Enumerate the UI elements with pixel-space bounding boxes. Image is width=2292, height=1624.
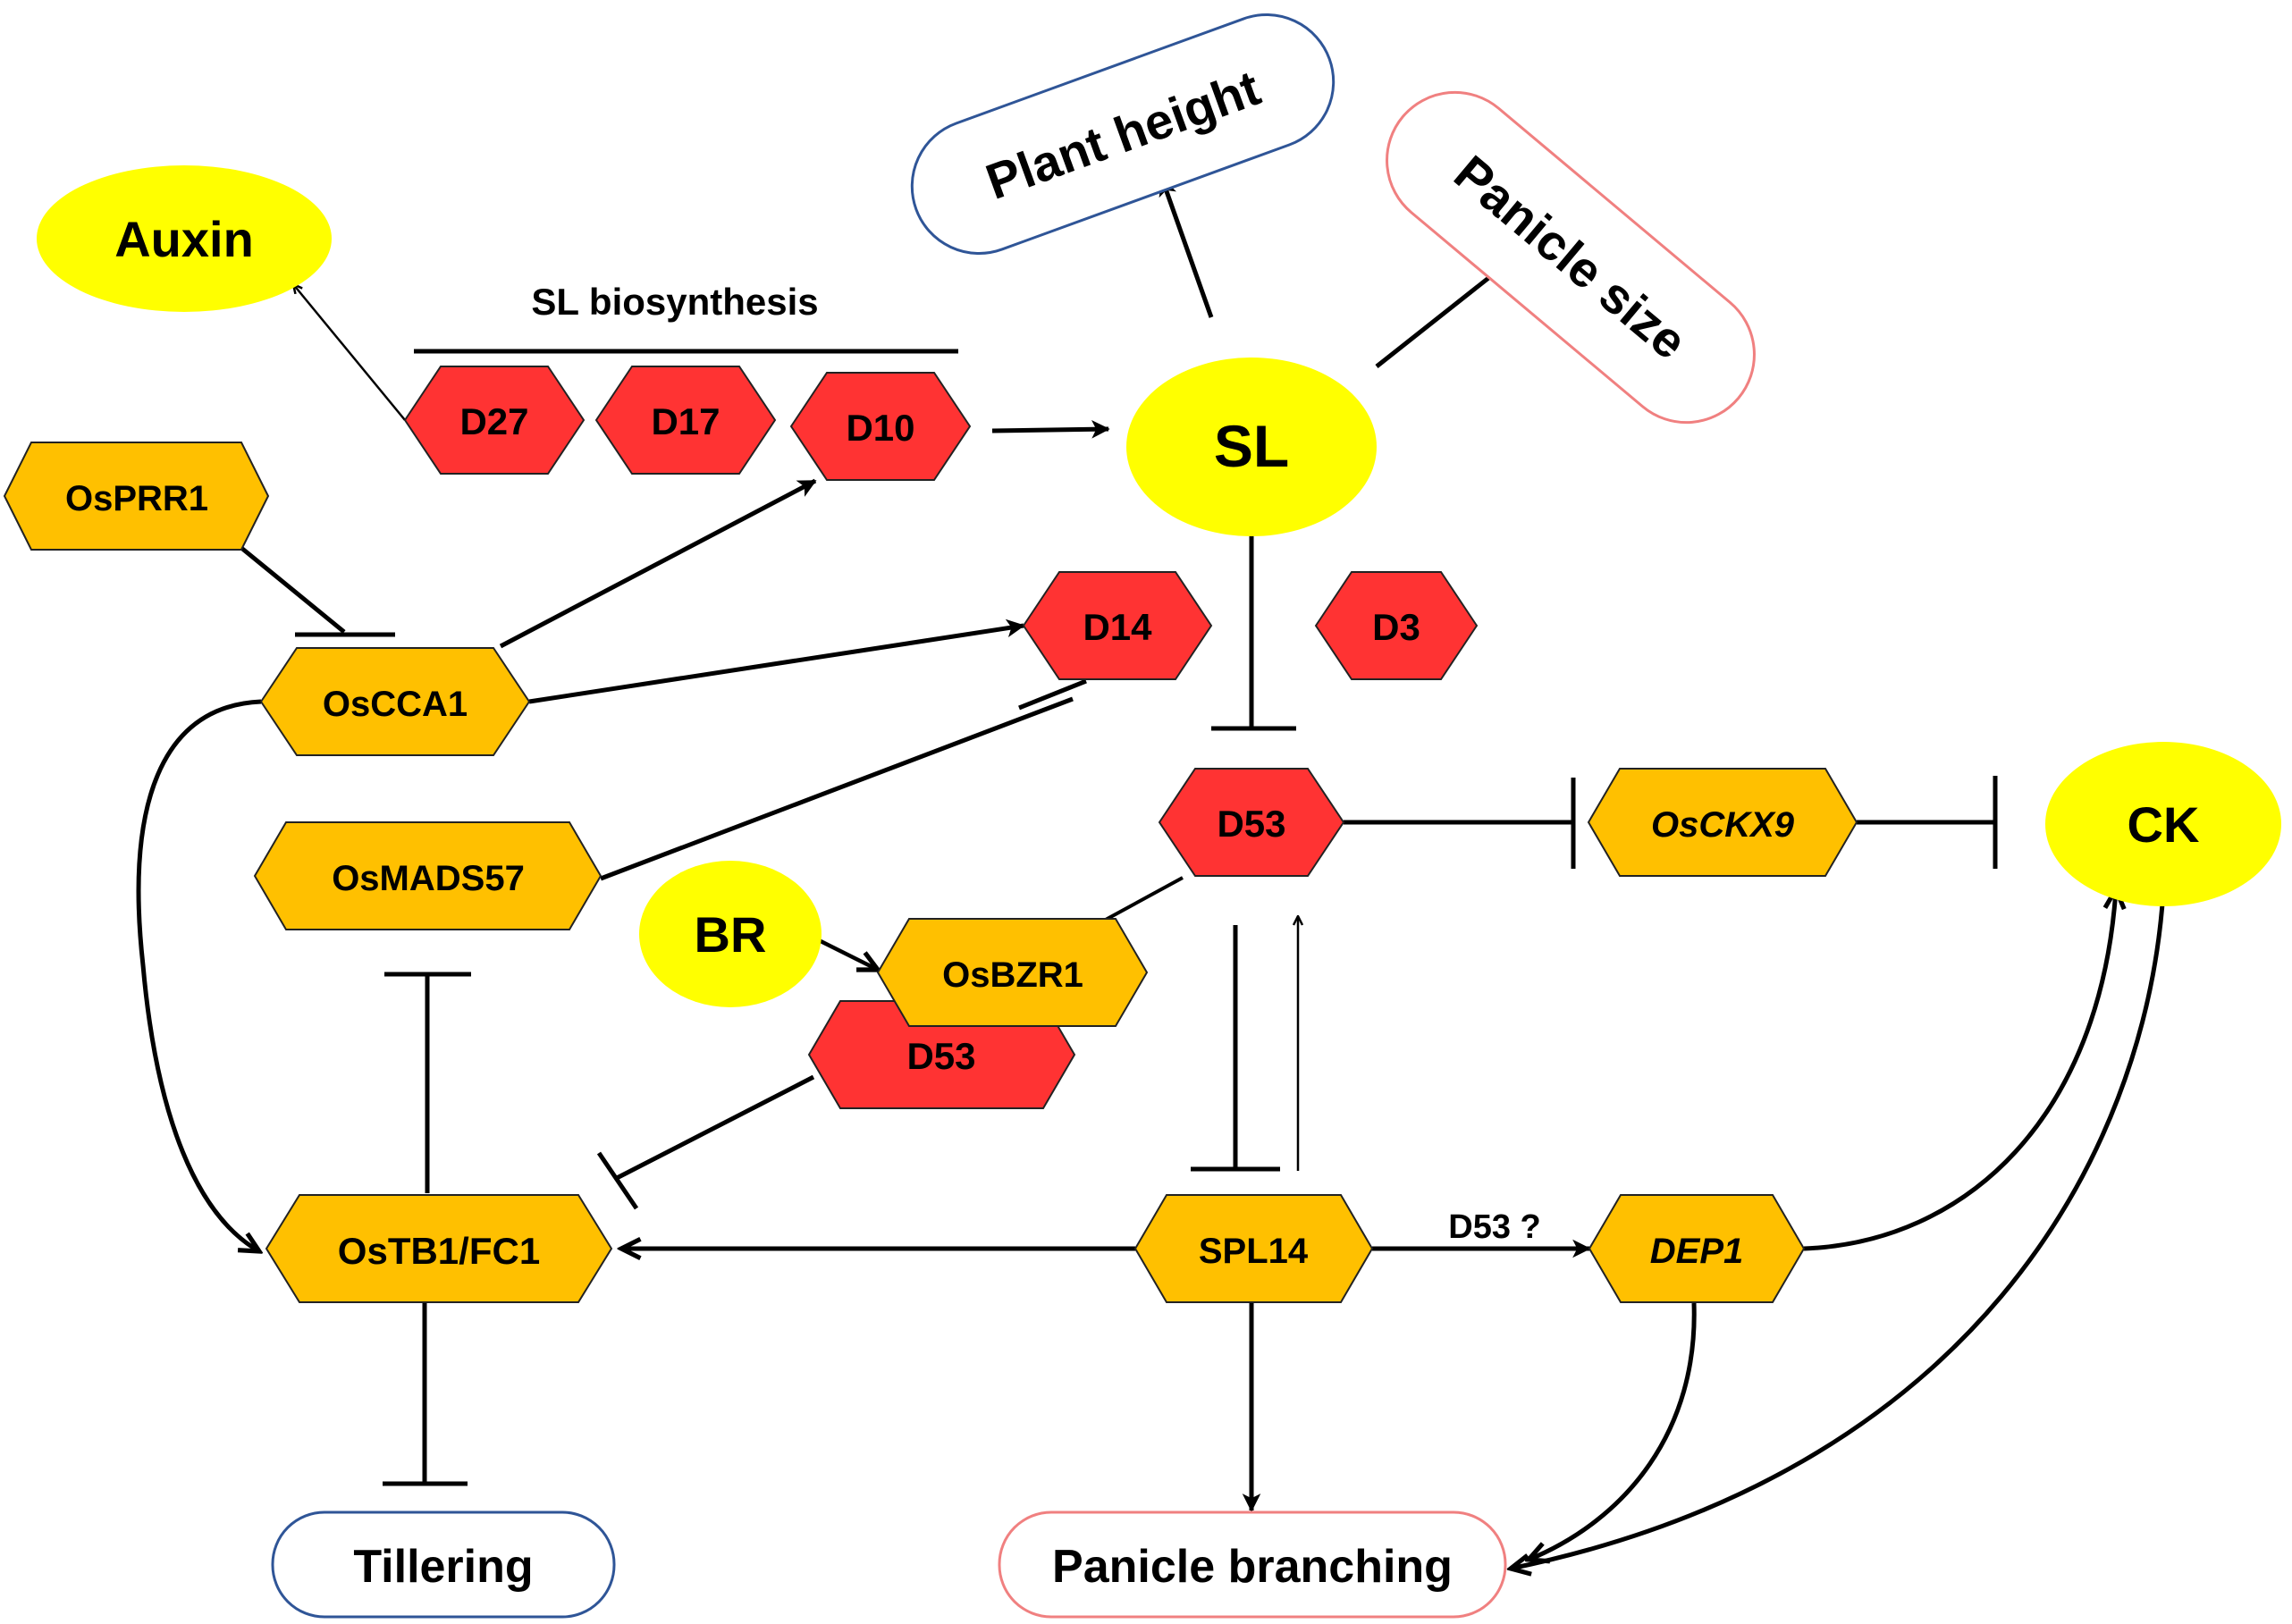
dep1-node: DEP1 [1588,1194,1806,1303]
sl-node: SL [1126,358,1377,536]
br-label: BR [695,906,767,963]
ostb1-node: OsTB1/FC1 [265,1194,613,1303]
ostb1-label: OsTB1/FC1 [338,1230,540,1272]
edge-oscca1-d10 [499,478,817,649]
d17-node: D17 [594,366,777,475]
osckx9-node: OsCKX9 [1587,768,1858,877]
edge-d53-osbzr1 [1103,876,1184,922]
d27-node: D27 [403,366,586,475]
tillering-label: Tillering [353,1541,533,1593]
oscca1-node: OsCCA1 [259,647,531,756]
auxin-label: Auxin [114,211,254,267]
edge-d10-sl [991,420,1110,439]
edge-oscca1-d14 [528,618,1025,704]
br-node: BR [639,861,822,1007]
osmads57-label: OsMADS57 [332,859,525,898]
spl14-label: SPL14 [1199,1232,1309,1271]
inhibit-bar-d14 [1018,678,1087,711]
d53-question-label: D53 ? [1448,1208,1540,1246]
edge-osprr1-oscca1 [240,546,346,634]
edge-sl-plant-height [1159,177,1214,318]
d3-node: D3 [1314,571,1479,680]
osmads57-node: OsMADS57 [253,821,602,930]
d10-label: D10 [846,407,914,449]
edge-dep1-panicle-branching [1529,1302,1697,1560]
panicle-size-node: Panicle size [1386,90,1756,425]
edge-d53lower-ostb1 [615,1074,815,1181]
sl-label: SL [1214,413,1289,479]
tillering-node: Tillering [271,1510,616,1619]
osprr1-node: OsPRR1 [3,442,270,551]
osckx9-label: OsCKX9 [1651,805,1795,845]
edge-br-osbzr1 [813,936,878,970]
d53-lower-label: D53 [906,1035,975,1077]
d27-label: D27 [459,400,528,442]
d3-label: D3 [1372,606,1420,648]
edges [136,177,2166,1569]
d14-node: D14 [1022,571,1213,680]
edge-dep1-ck [1803,889,2116,1251]
d53-lower-node: D53 [807,1000,1076,1109]
auxin-node: Auxin [37,165,332,312]
d10-node: D10 [789,372,972,481]
inhibit-bar-ostb1 [596,1151,639,1210]
osbzr1-label: OsBZR1 [942,955,1083,995]
edge-ck-panicle-branching [1511,891,2166,1569]
dep1-label: DEP1 [1650,1232,1744,1271]
d14-label: D14 [1083,606,1152,648]
ck-label: CK [2128,796,2200,853]
osbzr1-node: OsBZR1 [876,918,1149,1027]
d17-label: D17 [651,400,720,442]
d53-label: D53 [1217,803,1285,845]
ck-node: CK [2045,742,2281,906]
plant-height-node: Plant height [910,13,1336,255]
sl-biosynthesis-label: SL biosynthesis [531,281,818,323]
edge-osmads57-d14 [600,696,1074,881]
oscca1-label: OsCCA1 [323,685,468,724]
spl14-node: SPL14 [1133,1194,1374,1303]
edge-sl-panicle-size [1375,260,1511,368]
panicle-branching-node: Panicle branching [998,1510,1507,1619]
osprr1-label: OsPRR1 [65,479,208,518]
panicle-branching-label: Panicle branching [1052,1541,1453,1593]
edge-oscca1-ostb1 [136,699,261,1251]
d53-node: D53 [1158,768,1345,877]
edge-d27-auxin [293,284,406,421]
